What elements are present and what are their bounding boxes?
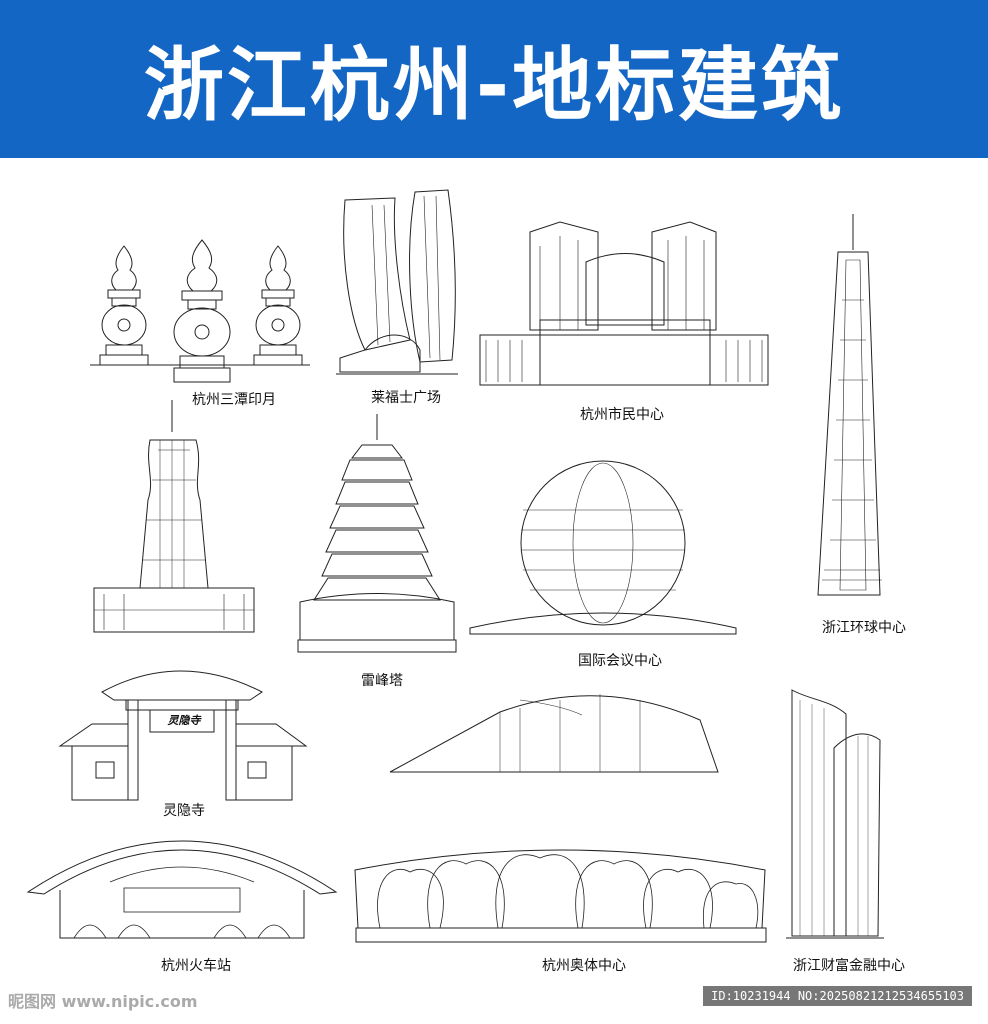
- page-title: 浙江杭州-地标建筑: [143, 39, 845, 132]
- gate-plaque-text: 灵隐寺: [167, 714, 201, 727]
- landmark-label: 浙江环球中心: [822, 620, 906, 636]
- landmark-label: 雷峰塔: [361, 673, 403, 689]
- landmark-label: 杭州奥体中心: [542, 958, 626, 974]
- three-pools-pagodas-illustration: [90, 239, 310, 383]
- image-id-badge: ID:10231944 NO:20250821212534655103: [703, 986, 972, 1006]
- raffles-city-towers-illustration: [336, 189, 458, 375]
- railway-station-illustration: [26, 840, 338, 939]
- landmark-label: 浙江财富金融中心: [793, 958, 905, 974]
- citizen-center-illustration: [479, 221, 769, 386]
- landmark-label: 杭州市民中心: [580, 407, 664, 423]
- tennis-center-hall-illustration: [389, 694, 719, 773]
- landmark-label: 莱福士广场: [371, 390, 441, 406]
- lingyin-temple-gate-illustration: [58, 670, 308, 801]
- landmark-label: 国际会议中心: [578, 653, 662, 669]
- title-banner: 浙江杭州-地标建筑: [0, 0, 988, 158]
- watermark-text: 昵图网 www.nipic.com: [8, 992, 198, 1011]
- olympic-stadium-illustration: [354, 849, 767, 943]
- fortune-finance-center-illustration: [786, 689, 884, 939]
- landmark-label: 杭州火车站: [161, 958, 231, 974]
- convention-center-sphere-illustration: [469, 460, 737, 635]
- global-center-tower-illustration: [817, 214, 882, 596]
- landmark-label: 灵隐寺: [163, 803, 205, 819]
- landmark-label: 杭州三潭印月: [192, 392, 276, 408]
- binjiang-tower-illustration: [93, 400, 255, 633]
- leifeng-pagoda-illustration: [297, 414, 457, 653]
